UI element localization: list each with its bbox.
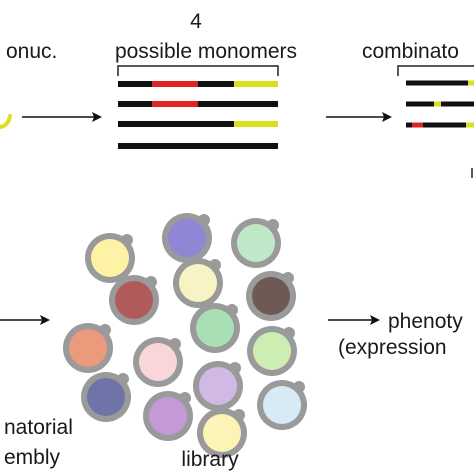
arrow-to-library <box>0 315 50 325</box>
monomers-caption: possible monomers <box>115 40 297 63</box>
left-oligo-fragment <box>0 114 12 129</box>
right-cut-label: combinato <box>362 40 459 63</box>
library-label: library <box>181 448 239 471</box>
assembly-label-line1: natorial <box>4 416 73 439</box>
cell-dark-brown <box>246 271 296 321</box>
monomer-strands <box>118 81 278 149</box>
combinatorial-strands <box>406 80 474 178</box>
cell-light-yellow-2 <box>197 408 247 458</box>
combinatorial-bracket <box>397 65 474 76</box>
cell-brick-red <box>109 275 159 325</box>
left-cut-label: onuc. <box>6 40 57 63</box>
library-cells <box>63 213 307 458</box>
arrow-to-monomers <box>22 112 102 122</box>
expression-label: (expression <box>338 336 447 359</box>
cell-green <box>190 303 240 353</box>
cell-light-green <box>247 326 297 376</box>
cell-salmon <box>63 323 113 373</box>
arrow-to-combinatorial <box>326 112 392 122</box>
arrow-to-phenotype <box>328 315 380 325</box>
phenotype-label: phenoty <box>388 310 463 333</box>
cell-lavender <box>162 213 212 263</box>
monomers-bracket <box>117 65 279 76</box>
cell-slate-blue <box>81 372 131 422</box>
cell-purple <box>143 391 193 441</box>
cell-mint <box>231 218 281 268</box>
cell-sky <box>257 380 307 430</box>
cell-lilac <box>193 361 243 411</box>
monomer-count-label: 4 <box>190 10 202 33</box>
assembly-label-line2: embly <box>4 446 61 469</box>
cell-light-yellow-1 <box>85 233 135 283</box>
cell-pale-yellow <box>173 258 223 308</box>
cell-pink <box>133 337 183 387</box>
